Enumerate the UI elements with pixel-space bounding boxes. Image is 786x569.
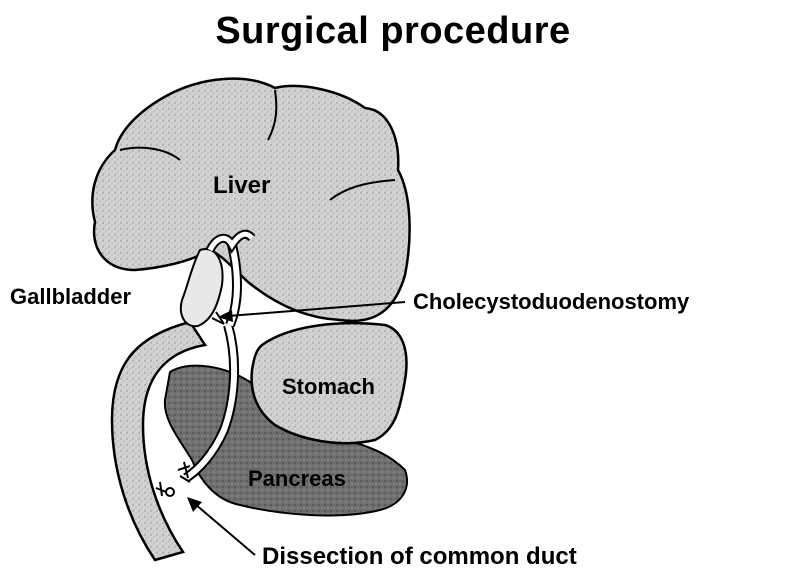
label-cholecystoduodenostomy: Cholecystoduodenostomy xyxy=(413,289,690,314)
duct-stump xyxy=(166,488,174,496)
dissection-pointer xyxy=(195,504,255,555)
label-pancreas: Pancreas xyxy=(248,466,346,491)
ligature xyxy=(156,482,166,496)
label-dissection: Dissection of common duct xyxy=(262,543,577,569)
arrowhead xyxy=(187,497,202,512)
arrowhead xyxy=(218,310,233,322)
label-gallbladder: Gallbladder xyxy=(10,284,131,309)
label-liver: Liver xyxy=(213,172,270,199)
label-stomach: Stomach xyxy=(282,374,375,399)
liver xyxy=(92,79,409,321)
